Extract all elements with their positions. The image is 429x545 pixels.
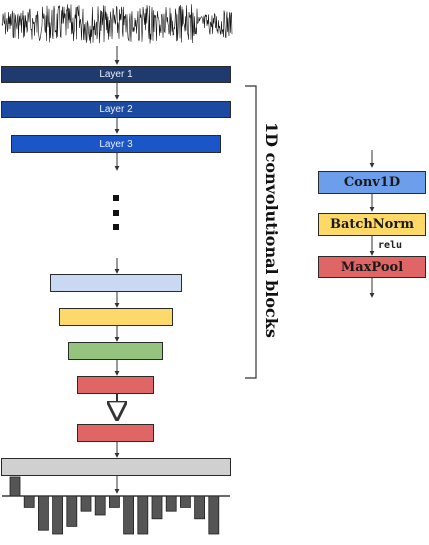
flatten-block [1, 458, 231, 476]
conv-blocks-bracket [245, 85, 257, 379]
layer-1: Layer 1 [1, 66, 231, 83]
legend-conv1d-label: Conv1D [343, 175, 401, 190]
output-bar [123, 495, 134, 535]
layer-2: Layer 2 [1, 101, 231, 118]
output-bar [109, 495, 120, 508]
legend-relu-label: relu [378, 240, 403, 251]
dense-block [77, 424, 154, 442]
output-bar [23, 495, 35, 508]
output-bar [9, 476, 21, 497]
maxpool-block [77, 376, 154, 394]
output-bar [151, 495, 163, 520]
waveform-trace [1, 4, 233, 44]
output-bar [179, 495, 191, 508]
conv-block [50, 274, 182, 292]
output-bar [194, 495, 206, 520]
output-bar [208, 495, 220, 535]
output-bar [66, 495, 78, 527]
ellipsis-dot [113, 195, 119, 201]
legend-maxpool: MaxPool [318, 256, 426, 278]
output-bars [9, 476, 220, 535]
output-bar [80, 495, 92, 512]
legend-conv1d: Conv1D [318, 171, 426, 194]
input-waveform [1, 4, 233, 44]
conv-blocks-title: 1D convolutional blocks [262, 122, 281, 338]
legend-batchnorm-label: BatchNorm [330, 217, 414, 232]
ellipsis-dot [113, 210, 119, 216]
legend-batchnorm: BatchNorm [318, 213, 426, 236]
legend-maxpool-label: MaxPool [340, 259, 404, 275]
output-bar [94, 495, 106, 516]
layer-3: Layer 3 [11, 135, 221, 153]
output-bar [165, 495, 177, 512]
ellipsis-dot [113, 224, 119, 230]
output-bar [52, 495, 63, 535]
relu-block [68, 342, 163, 360]
batchnorm-block [59, 308, 173, 326]
layer-1-label: Layer 1 [99, 69, 133, 80]
output-bar [38, 495, 49, 531]
layer-3-label: Layer 3 [99, 138, 133, 150]
output-bar [137, 495, 149, 535]
layer-2-label: Layer 2 [99, 104, 133, 115]
